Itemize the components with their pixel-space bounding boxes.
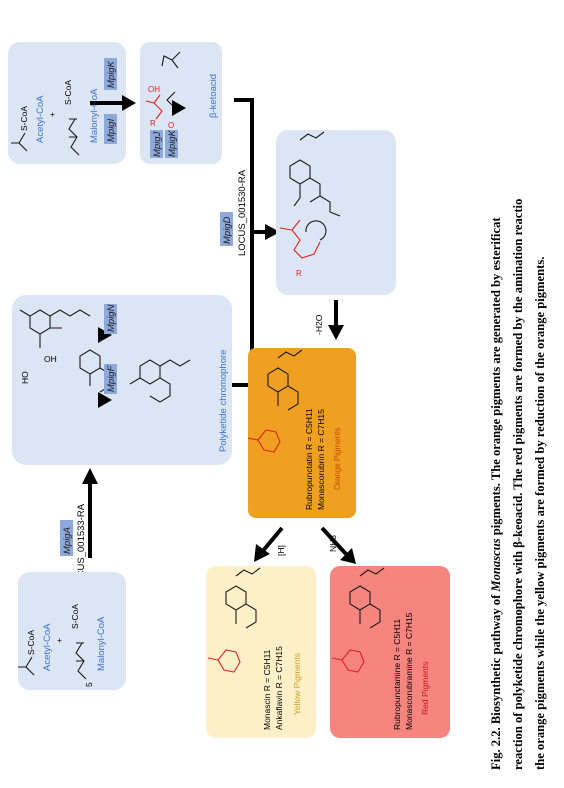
red-line-2: Monascorubramine R = C7H15 (404, 612, 414, 730)
arrow-reduction: [H] (254, 528, 286, 562)
ester-r: R (296, 269, 302, 278)
ketoacid-name: β-ketoacid (208, 74, 219, 118)
acetyl-scoa-label: S-CoA (19, 106, 29, 131)
enzyme-mpigk-top: MpigK (104, 58, 117, 90)
enzyme-mpigj: MpigJ (152, 131, 163, 157)
polyketide-oh: OH (44, 354, 57, 364)
enzyme-mpigf: MpigF (106, 364, 117, 392)
svg-text:MpigI: MpigI (106, 118, 117, 142)
enzyme-mpign: MpigN (106, 304, 117, 332)
malonyl-scoa-label-bottom: S-CoA (70, 604, 80, 629)
caption-line-2: reaction of polyketide chromophore with … (511, 199, 525, 770)
svg-text:MpigD: MpigD (222, 216, 233, 244)
red-title: Red Pigments (420, 662, 430, 715)
ketoacid-r: R (150, 119, 156, 128)
orange-line-2: Monascorubrin R = C7H15 (316, 409, 326, 510)
arrow-amination: NH3 (322, 528, 356, 564)
caption-line-3: the orange pigments while the yellow pig… (533, 257, 547, 770)
orange-line-1: Rubropunctatin R = C5H11 (304, 408, 314, 510)
orange-title: Orange Pigments (333, 428, 342, 490)
polyketide-box: HO OH MpigN MpigF Polyketide chromophore (12, 295, 232, 465)
caption-line-1: Fig. 2.2. Biosynthetic pathway of Monasc… (489, 217, 503, 770)
yellow-pigments-box: Monascin R = C5H11 Ankaflavin R = C7H15 … (206, 566, 316, 738)
yellow-line-2: Ankaflavin R = C7H15 (274, 646, 284, 730)
malonyl-coa-name-bottom: Malonyl-CoA (96, 616, 107, 671)
reagent-reduction: [H] (276, 545, 286, 556)
enzyme-mpigd: MpigD (220, 212, 233, 246)
reagent-water: -H2O (314, 314, 324, 335)
arrow-dehydration: -H2O (314, 300, 344, 340)
malonyl-coa-name: Malonyl-CoA (89, 88, 100, 143)
reagent-ammonia: NH3 (328, 535, 338, 552)
yellow-line-1: Monascin R = C5H11 (262, 649, 272, 730)
caption: Fig. 2.2. Biosynthetic pathway of Monasc… (489, 199, 547, 770)
plus-sign: + (47, 112, 57, 117)
ketoacid-oh: OH (148, 85, 160, 94)
acetyl-coa-name-bottom: Acetyl-CoA (42, 623, 53, 671)
acetyl-coa-name: Acetyl-CoA (35, 95, 46, 143)
enzyme-mpiga: MpigA (62, 527, 73, 554)
malonyl-scoa-label: S-CoA (63, 80, 73, 105)
red-line-1: Rubropunctamine R = C5H11 (392, 619, 402, 730)
enzyme-mpigk-mid: MpigK (167, 129, 178, 157)
yellow-title: Yellow Pigments (292, 653, 302, 715)
arrow-mpiga: MpigA LOCUS_001533-RA (60, 468, 98, 590)
plus-sign-bottom: + (54, 638, 64, 643)
polyketide-ho: HO (20, 371, 30, 384)
polyketide-name: Polyketide chromophore (218, 350, 229, 452)
red-pigments-box: Rubropunctamine R = C5H11 Monascorubrami… (330, 566, 450, 738)
locus-mpigd: LOCUS_001530-RA (237, 169, 248, 256)
acetyl-malonyl-box-bottom: S-CoA Acetyl-CoA + S-CoA 5 Malonyl-CoA (18, 572, 126, 690)
ketoacid-o: O (168, 121, 174, 130)
acetyl-scoa-label-bottom: S-CoA (26, 630, 36, 655)
ester-intermediate-box: R (276, 130, 396, 295)
orange-pigments-box: Rubropunctatin R = C5H11 Monascorubrin R… (248, 348, 356, 518)
malonyl-coefficient: 5 (84, 682, 94, 687)
ketoacid-box: OH R O β-ketoacid MpigJ MpigK (140, 42, 222, 164)
svg-text:MpigK: MpigK (106, 60, 117, 88)
enzyme-mpigi-left: MpigI (104, 114, 117, 144)
